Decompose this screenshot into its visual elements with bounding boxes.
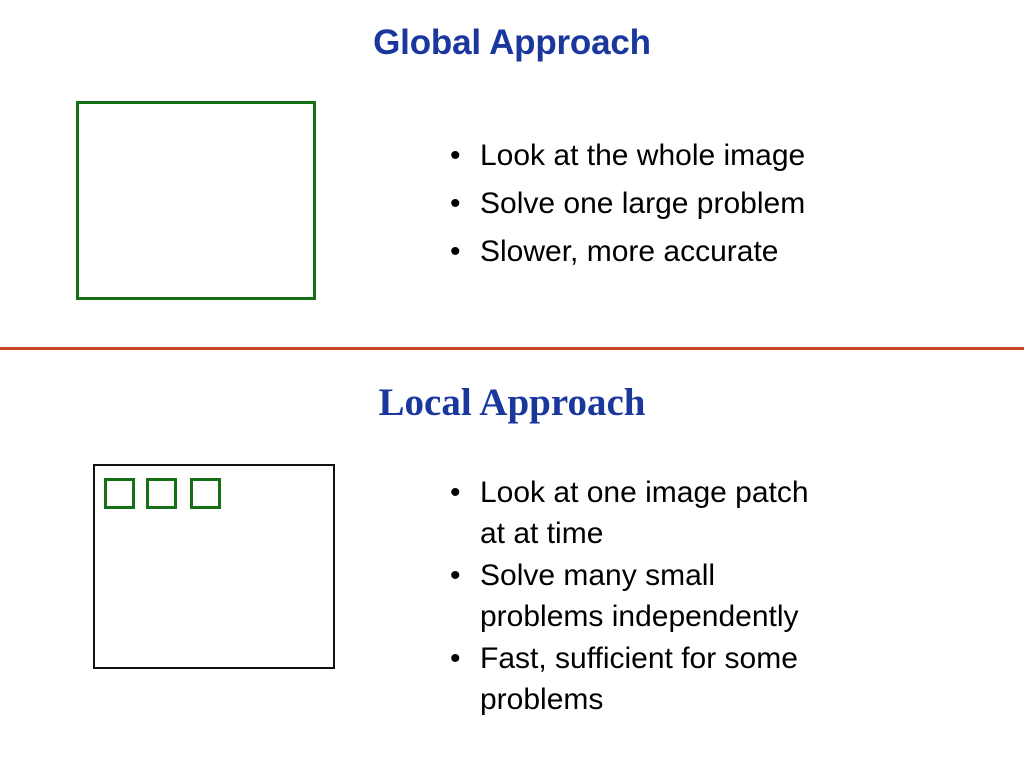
local-section-title: Local Approach [378,381,646,424]
bullet-text-line: at at time [480,517,604,550]
local-image-figure [93,464,335,669]
global-bullet-list: • Look at the whole image • Solve one la… [447,132,967,276]
list-item: • Look at the whole image [447,132,967,180]
image-patch-3 [190,478,221,509]
bullet-marker-icon: • [450,235,461,268]
bullet-marker-icon: • [450,187,461,220]
local-bullet-list: • Look at one image patch at at time • S… [447,472,947,721]
list-item: • Look at one image patch at at time [447,472,947,554]
image-patch-2 [146,478,177,509]
bullet-text: Solve one large problem [480,187,806,220]
bullet-marker-icon: • [450,139,461,172]
image-patch-1 [104,478,135,509]
bullet-marker-icon: • [450,642,461,675]
bullet-text-line: Solve many small [480,559,716,592]
global-section-title: Global Approach [373,23,651,62]
bullet-text: Slower, more accurate [480,235,779,268]
list-item: • Slower, more accurate [447,228,967,276]
bullet-marker-icon: • [450,559,461,592]
section-divider [0,347,1024,350]
bullet-text: Look at the whole image [480,139,806,172]
list-item: • Solve one large problem [447,180,967,228]
list-item: • Fast, sufficient for some problems [447,638,947,720]
bullet-marker-icon: • [450,476,461,509]
global-image-figure [76,101,316,300]
bullet-text-line: Fast, sufficient for some [480,642,798,675]
list-item: • Solve many small problems independentl… [447,555,947,637]
bullet-text-line: Look at one image patch [480,476,809,509]
bullet-text-line: problems [480,683,604,716]
bullet-text-line: problems independently [480,600,799,633]
